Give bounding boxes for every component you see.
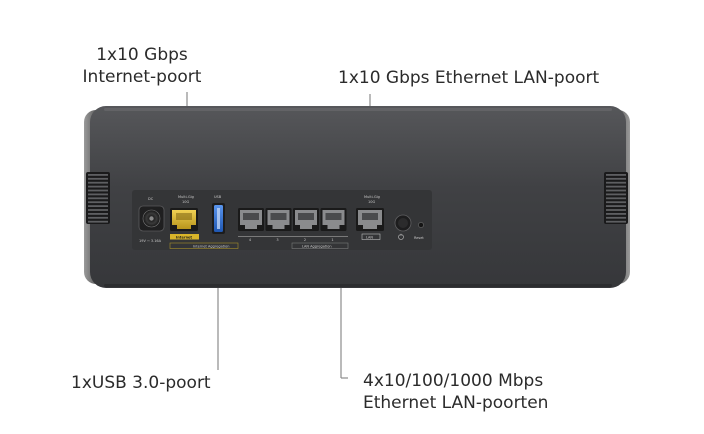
internet-label-bg [170,234,199,240]
dc-rating-label: 19V ⎓ 3.16A [139,239,162,243]
internet-aggregation-frame [169,242,239,249]
callout-internet-line1: 1x10 Gbps [96,45,188,65]
vent-slot [606,174,626,176]
lan10g-speed-label: Multi-Gig [364,195,380,199]
vent-slot [88,174,108,176]
vent-slot [606,185,626,188]
vent-slot [606,220,626,223]
vent-slot [88,185,108,188]
lan-label-frame [361,233,381,240]
wan-speed-label: Multi-Gig [178,195,194,199]
lan-10g-port [356,208,384,231]
vent-slot [606,197,626,200]
vent-slot [88,216,108,219]
vent-slot [88,209,108,211]
vent-slot [88,213,108,215]
lan-port-number: 2 [304,238,306,242]
vent-slot [606,177,626,180]
lan-port [293,208,319,231]
reset-label: Reset [414,236,424,240]
vent-slot [606,201,626,204]
usb-port-icon [212,203,225,234]
lan10g-speed-sub-label: 10G [368,200,375,204]
internet-label: Internet [176,235,192,239]
vent-grille-icon [604,172,628,224]
vent-slot [606,216,626,219]
lan-aggregation-label: LAN Aggregation [302,244,332,248]
callout-lan4-line2: Ethernet LAN-poorten [363,393,549,413]
lan-port [238,208,264,231]
vent-slot [606,189,626,192]
vent-slot [88,220,108,223]
power-button-icon [394,214,412,240]
usb-header-label: USB [214,195,222,199]
callout-lan-4x: 4x10/100/1000 Mbps Ethernet LAN-poorten [363,370,548,414]
lan-port-number: 1 [331,238,333,242]
vent-slot [606,205,626,207]
vent-slot [88,193,108,196]
vent-slot [88,197,108,200]
vent-slot [606,209,626,211]
vent-slot [606,181,626,184]
wan-speed-sub-label: 10G [182,200,189,204]
lan-port-number: 4 [249,238,252,242]
vent-slot [88,177,108,180]
vent-slot [606,213,626,215]
power-jack-icon [138,205,165,232]
lan-port-number: 3 [276,238,278,242]
vent-grille-icon [86,172,110,224]
callout-internet-line2: Internet-poort [82,67,202,87]
callout-lan4-line1: 4x10/100/1000 Mbps [363,371,544,391]
lan-port [265,208,292,231]
vent-slot [606,193,626,196]
reset-hole-icon [418,222,424,228]
lan-label: LAN [366,235,373,239]
lan-number-rule [238,236,348,237]
internet-port [170,208,198,231]
callout-lan-10g: 1x10 Gbps Ethernet LAN-poort [338,68,600,88]
vent-slot [88,201,108,204]
callout-internet-port: 1x10 Gbps Internet-poort [52,44,232,88]
lan-port-group: 4 3 2 1 [238,208,347,242]
dc-label: DC [148,197,154,201]
vent-slot [88,189,108,192]
lan-port [320,208,347,231]
callout-usb: 1xUSB 3.0-poort [71,373,211,393]
lan-aggregation-frame [291,242,349,249]
vent-slot [88,205,108,207]
internet-aggregation-label: Internet Aggregation [193,244,229,248]
vent-slot [88,181,108,184]
